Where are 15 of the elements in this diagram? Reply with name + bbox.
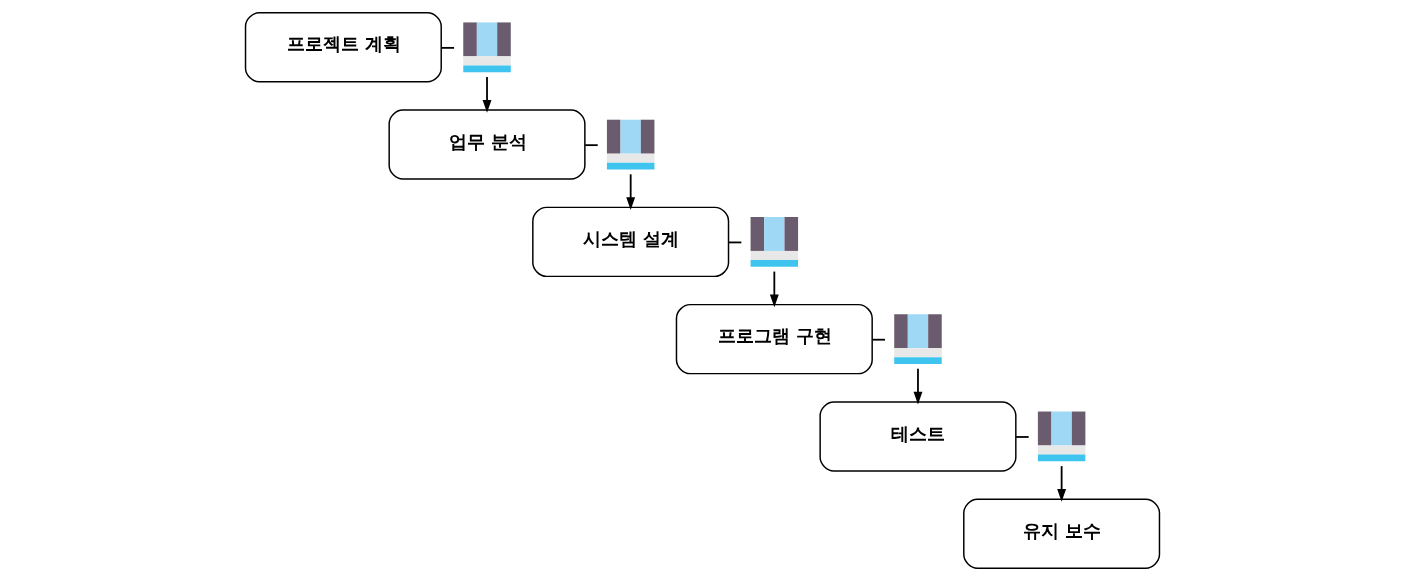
node-box: 프로그램 구현	[675, 303, 873, 375]
node-box: 테스트	[818, 401, 1017, 472]
node-box: 유지 보수	[962, 498, 1160, 569]
node-box: 업무 분석	[387, 109, 586, 180]
arrow	[482, 76, 491, 113]
arrow	[913, 367, 922, 405]
connector	[871, 338, 886, 341]
connector	[583, 144, 599, 147]
node-box: 프로젝트 계획	[244, 12, 442, 83]
connector	[1014, 436, 1030, 438]
arrow	[1056, 465, 1066, 502]
arrow	[625, 173, 635, 210]
node-box: 시스템 설계	[531, 206, 729, 278]
connector	[440, 46, 455, 49]
arrow	[769, 270, 779, 308]
